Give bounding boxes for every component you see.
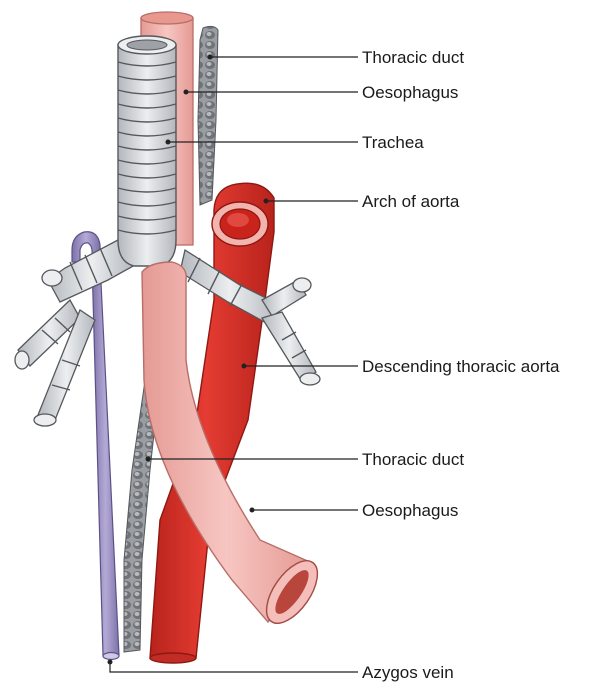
- arch-of-aorta: [212, 202, 268, 246]
- label-descending-thoracic-aorta: Descending thoracic aorta: [362, 357, 560, 376]
- label-oesophagus-bottom: Oesophagus: [362, 501, 458, 520]
- label-thoracic-duct-bottom: Thoracic duct: [362, 450, 464, 469]
- label-oesophagus-top: Oesophagus: [362, 83, 458, 102]
- label-trachea: Trachea: [362, 133, 424, 152]
- label-arch-of-aorta: Arch of aorta: [362, 192, 460, 211]
- labels: Thoracic duct Oesophagus Trachea Arch of…: [362, 48, 560, 682]
- label-azygos-vein: Azygos vein: [362, 663, 454, 682]
- azygos-vein: [72, 232, 119, 660]
- label-thoracic-duct-top: Thoracic duct: [362, 48, 464, 67]
